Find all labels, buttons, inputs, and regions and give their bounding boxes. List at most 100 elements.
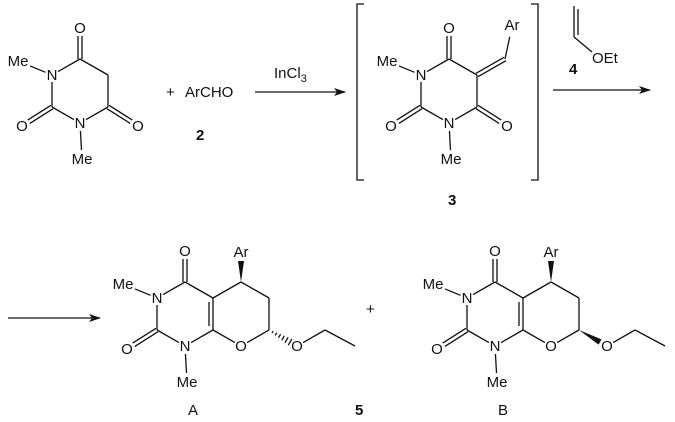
oxygen-atom: O	[121, 341, 133, 358]
ethoxy-hashed-bond	[271, 330, 293, 346]
oxygen-atom: O	[179, 243, 191, 260]
plus-sign: +	[166, 84, 175, 101]
carbonyl-bond	[29, 108, 54, 124]
ethyl-bond	[612, 329, 636, 344]
n-methyl-bond	[184, 353, 188, 374]
carbonyl-bond	[398, 108, 423, 124]
bond	[426, 58, 450, 73]
left-bracket	[356, 3, 364, 181]
bond	[212, 329, 236, 344]
ether-oxygen-atom: O	[601, 338, 613, 355]
nitrogen-atom: N	[416, 67, 427, 84]
n-methyl-bond	[79, 130, 83, 151]
ethyl-bond	[302, 329, 326, 344]
catalyst-label: InCl3	[274, 65, 307, 85]
aryl-wedge-bond	[548, 261, 554, 282]
bond	[162, 281, 186, 296]
bond	[448, 58, 478, 76]
carbonyl-bond	[444, 331, 469, 347]
bond	[522, 329, 546, 344]
carbonyl-bond	[475, 108, 500, 124]
oxygen-atom: O	[431, 341, 443, 358]
aryl-group: Ar	[505, 17, 520, 34]
oxygen-atom: O	[74, 20, 86, 37]
bond	[556, 329, 580, 344]
ethyl-bond	[324, 329, 356, 347]
bond	[246, 329, 270, 344]
n-methyl-bond	[29, 65, 46, 73]
n-methyl-bond	[444, 288, 461, 296]
ring-oxygen-atom: O	[235, 338, 247, 355]
n-methyl-bond	[494, 353, 498, 374]
nitrogen-atom: N	[462, 290, 473, 307]
compound-5-label: 5	[355, 402, 363, 419]
bond	[494, 281, 524, 299]
methyl-group: Me	[177, 374, 198, 391]
oxygen-atom: O	[385, 118, 397, 135]
bond	[85, 106, 109, 121]
bond	[190, 329, 214, 344]
oxygen-atom: O	[132, 118, 144, 135]
oxygen-atom: O	[16, 118, 28, 135]
carbonyl-bond	[477, 104, 502, 121]
methyl-group: Me	[441, 151, 462, 168]
nitrogen-atom: N	[180, 338, 191, 355]
bond	[240, 281, 270, 299]
oxygen-atom: O	[489, 243, 501, 260]
bond	[57, 58, 81, 73]
bond	[472, 281, 496, 296]
bond	[454, 106, 478, 121]
methyl-group: Me	[72, 151, 93, 168]
ether-oxygen-atom: O	[291, 338, 303, 355]
methyl-group: Me	[8, 53, 29, 70]
carbonyl-bond	[27, 104, 52, 121]
nitrogen-atom: N	[75, 115, 86, 132]
methyl-group: Me	[487, 374, 508, 391]
compound-2-label: 2	[196, 127, 204, 144]
aryl-group: Ar	[544, 244, 559, 261]
isomer-a-label: A	[188, 402, 198, 419]
compound-4-label: 4	[569, 61, 578, 78]
product-plus-sign: +	[366, 301, 375, 318]
carbonyl-bond	[132, 327, 157, 344]
bond	[184, 281, 214, 299]
nitrogen-atom: N	[152, 290, 163, 307]
nitrogen-atom: N	[490, 338, 501, 355]
oxygen-atom: O	[501, 118, 513, 135]
bond	[550, 281, 580, 299]
carbonyl-bond	[106, 108, 131, 124]
bond	[522, 281, 552, 299]
carbonyl-bond	[108, 104, 133, 121]
right-bracket	[531, 3, 539, 181]
alkylidene-double-bond	[477, 60, 507, 78]
ring-oxygen-atom: O	[545, 338, 557, 355]
oxygen-atom: O	[443, 20, 455, 37]
bond	[79, 58, 109, 76]
n-methyl-bond	[398, 65, 415, 73]
bond	[500, 329, 524, 344]
nitrogen-atom: N	[444, 115, 455, 132]
compound-3-label: 3	[448, 192, 456, 209]
bond	[156, 329, 180, 344]
bond	[51, 106, 75, 121]
carbonyl-bond	[396, 104, 421, 121]
vinyl-o-bond	[573, 36, 593, 53]
bond	[466, 329, 490, 344]
alkylidene-double-bond	[475, 56, 505, 74]
aryl-wedge-bond	[238, 261, 244, 282]
ethoxy-wedge-bond	[579, 330, 602, 345]
aryl-bond	[504, 36, 511, 60]
carbonyl-bond	[134, 331, 159, 347]
carbonyl-bond	[442, 327, 467, 344]
nitrogen-atom: N	[47, 67, 58, 84]
bond	[212, 281, 242, 299]
isomer-b-label: B	[498, 402, 508, 419]
methyl-group: Me	[423, 276, 444, 293]
n-methyl-bond	[134, 288, 151, 296]
oet-label: OEt	[592, 50, 619, 67]
bond	[420, 106, 444, 121]
ethyl-bond	[634, 329, 666, 347]
methyl-group: Me	[377, 53, 398, 70]
aldehyde-label: ArCHO	[185, 84, 233, 101]
